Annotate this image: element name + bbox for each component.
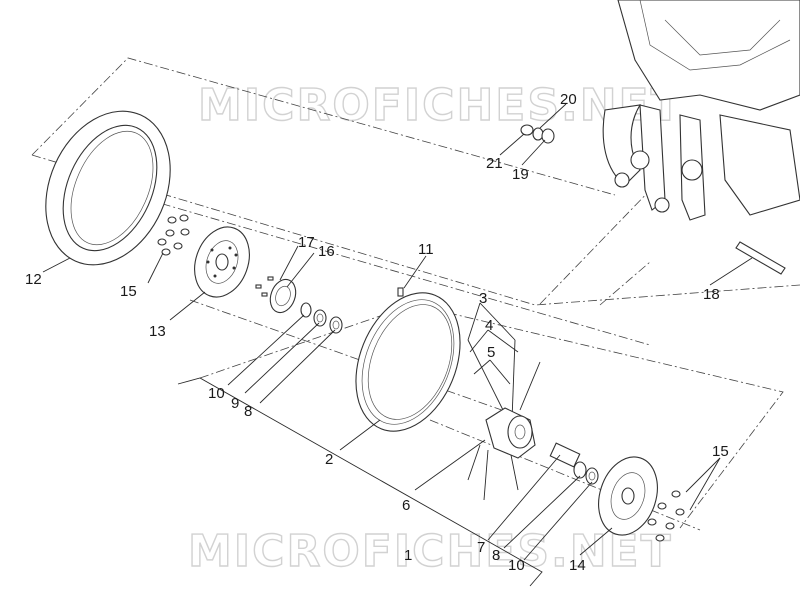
screws-17 <box>255 276 274 297</box>
callout-20: 20 <box>560 91 577 108</box>
front-fork-assembly <box>602 0 800 221</box>
callout-10-left: 10 <box>208 385 225 402</box>
callout-19: 19 <box>512 166 529 183</box>
disc-bolts-left <box>157 214 190 256</box>
callout-13: 13 <box>149 323 166 340</box>
right-spacer-bearings <box>549 442 599 485</box>
callout-14: 14 <box>569 557 586 574</box>
tire <box>45 110 171 266</box>
spokes <box>467 339 541 501</box>
brake-disc-right <box>598 456 658 536</box>
disc-bolts-right <box>647 490 685 542</box>
callout-8-left: 8 <box>244 403 252 420</box>
callout-3: 3 <box>479 290 487 307</box>
callout-6: 6 <box>402 497 410 514</box>
callout-4: 4 <box>485 317 493 334</box>
callout-1: 1 <box>404 547 412 564</box>
small-spacers <box>520 124 555 144</box>
callout-16: 16 <box>318 243 335 260</box>
callout-8-right: 8 <box>492 547 500 564</box>
left-bearings <box>300 302 343 334</box>
callout-15-left: 15 <box>120 283 137 300</box>
wheel-axle <box>735 241 786 275</box>
callout-18: 18 <box>703 286 720 303</box>
watermark-top: MICROFICHES.NET <box>198 80 683 131</box>
brake-disc-left <box>194 226 250 298</box>
leader-lines <box>42 103 753 561</box>
callout-2: 2 <box>325 451 333 468</box>
callout-12: 12 <box>25 271 42 288</box>
callout-21: 21 <box>486 155 503 172</box>
callout-11: 11 <box>418 241 434 258</box>
phonic-wheel <box>269 278 297 314</box>
assembly-bracket <box>177 377 543 587</box>
callout-7: 7 <box>477 539 485 556</box>
watermark-bottom: MICROFICHES.NET <box>188 526 673 577</box>
callout-9: 9 <box>231 395 239 412</box>
callout-17: 17 <box>298 234 315 251</box>
valve <box>397 287 404 297</box>
callout-5: 5 <box>487 344 495 361</box>
callout-10-right: 10 <box>508 557 525 574</box>
callout-labels: 1 2 3 4 5 6 7 8 8 9 10 10 11 12 13 14 15… <box>25 91 729 574</box>
assembly-outline <box>31 57 800 531</box>
callout-15-right: 15 <box>712 443 729 460</box>
wheel-hub <box>485 407 536 459</box>
wheel-rim <box>355 292 461 432</box>
